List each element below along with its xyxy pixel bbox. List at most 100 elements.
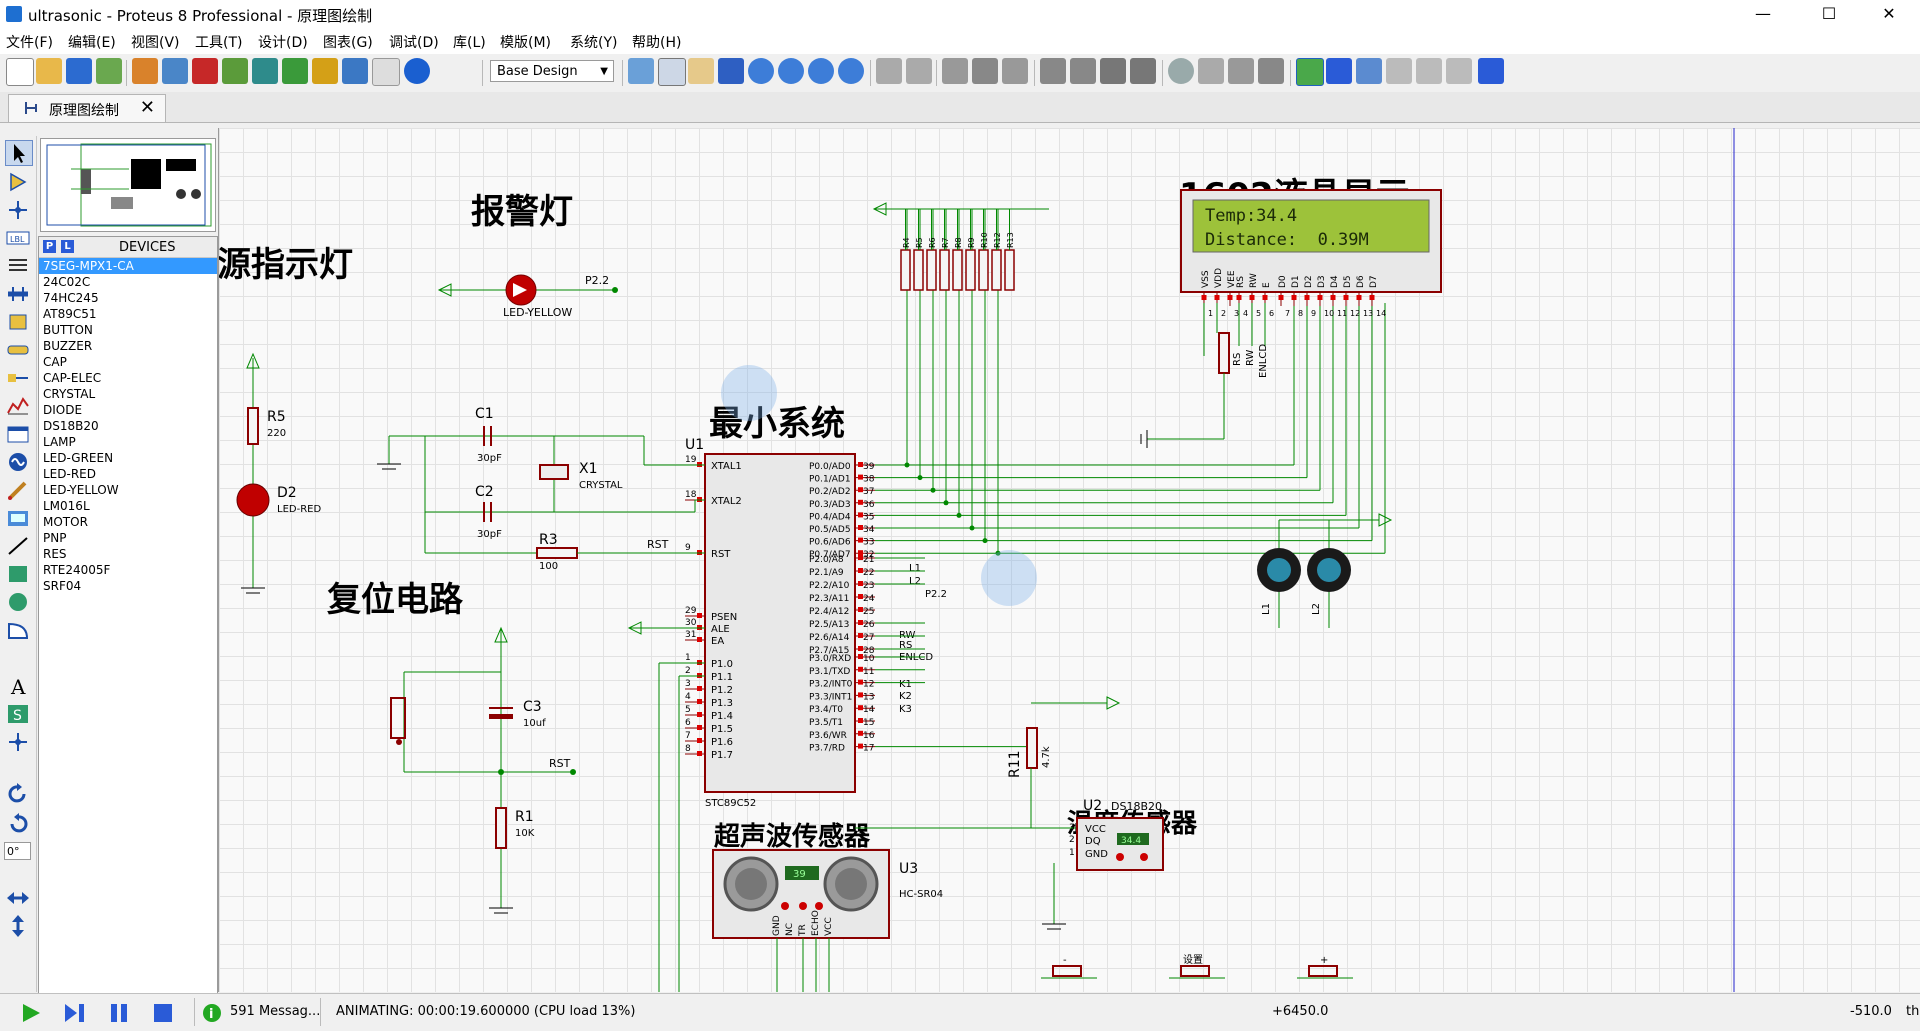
- paste-icon[interactable]: [1002, 58, 1028, 84]
- mirror-horizontal-icon[interactable]: [5, 886, 31, 910]
- pcb-layout-icon[interactable]: [192, 58, 218, 84]
- stop-icon[interactable]: [150, 1002, 176, 1024]
- tab-close-icon[interactable]: ✕: [139, 97, 155, 118]
- property-assign-icon[interactable]: [1356, 58, 1382, 84]
- box-draw-icon[interactable]: [5, 562, 31, 586]
- 3d-viewer-icon[interactable]: [222, 58, 248, 84]
- step-icon[interactable]: [62, 1002, 88, 1024]
- block-rotate-icon[interactable]: [1100, 58, 1126, 84]
- device-list-item[interactable]: LED-GREEN: [43, 451, 114, 465]
- device-list-item[interactable]: AT89C51: [43, 307, 97, 321]
- selection-mode-icon[interactable]: [5, 140, 33, 166]
- menu-template[interactable]: 模版(M): [500, 35, 552, 51]
- overview-window[interactable]: [40, 138, 216, 232]
- menu-edit[interactable]: 编辑(E): [68, 35, 116, 51]
- arc-draw-icon[interactable]: [5, 618, 31, 642]
- key-buttons[interactable]: - 设置 +: [1041, 954, 1353, 979]
- lcd-contrast-pot[interactable]: RS RW ENLCD: [1140, 303, 1269, 448]
- zoom-all-icon[interactable]: [808, 58, 834, 84]
- remove-sheet-icon[interactable]: [1416, 58, 1442, 84]
- design-variant-select[interactable]: Base Design▼: [490, 60, 614, 82]
- block-move-icon[interactable]: [1070, 58, 1096, 84]
- zoom-out-icon[interactable]: [778, 58, 804, 84]
- power-led-d2[interactable]: R5 220 D2 LED-RED: [236, 352, 321, 594]
- menu-library[interactable]: 库(L): [453, 35, 486, 51]
- device-list-item[interactable]: DS18B20: [43, 419, 99, 433]
- rotate-clockwise-icon[interactable]: [5, 782, 31, 806]
- device-list-item[interactable]: MOTOR: [43, 515, 88, 529]
- device-list-item[interactable]: 7SEG-MPX1-CA: [39, 258, 217, 274]
- help-icon[interactable]: [404, 58, 430, 84]
- cut-icon[interactable]: [942, 58, 968, 84]
- new-file-icon[interactable]: [6, 58, 34, 86]
- temp-sensor-u2[interactable]: R11 4.7k U2 DS18B20 VCC DQ GND 3 2 1 34.…: [855, 696, 1164, 930]
- component-mode-icon[interactable]: [5, 170, 31, 194]
- device-list-item[interactable]: CRYSTAL: [43, 387, 96, 401]
- reset-circuit[interactable]: C3 10uf RST R1 10K: [390, 626, 576, 914]
- decompose-icon[interactable]: [1258, 58, 1284, 84]
- info-icon[interactable]: i: [202, 1003, 222, 1023]
- origin-icon[interactable]: [688, 58, 714, 84]
- crystal-circuit[interactable]: C1 30pF C2 30pF X1 CRYSTAL R3 100 RST: [377, 406, 696, 572]
- search-tag-icon[interactable]: [1326, 58, 1352, 84]
- close-button[interactable]: ✕: [1882, 4, 1896, 23]
- graph-mode-icon[interactable]: [5, 394, 31, 418]
- menu-tools[interactable]: 工具(T): [195, 35, 243, 51]
- netlist-icon[interactable]: [1478, 58, 1504, 84]
- tab-schematic-capture[interactable]: 原理图绘制 ✕: [8, 94, 166, 122]
- home-icon[interactable]: [132, 58, 158, 84]
- menu-help[interactable]: 帮助(H): [632, 35, 682, 51]
- pan-icon[interactable]: [718, 58, 744, 84]
- device-list-item[interactable]: RES: [43, 547, 67, 561]
- menu-view[interactable]: 视图(V): [131, 35, 180, 51]
- undo-icon[interactable]: [876, 58, 902, 84]
- wire-label-icon[interactable]: LBL: [5, 226, 31, 250]
- subcircuit-icon[interactable]: [5, 310, 31, 334]
- device-list-item[interactable]: LM016L: [43, 499, 90, 513]
- zoom-area-icon[interactable]: [838, 58, 864, 84]
- ultrasonic-u3[interactable]: 39 U3 HC-SR04 GND NC TR ECHO VCC: [712, 849, 943, 992]
- library-manager-button[interactable]: L: [61, 240, 74, 253]
- generator-mode-icon[interactable]: [5, 450, 31, 474]
- device-list-item[interactable]: SRF04: [43, 579, 82, 593]
- schematic-icon[interactable]: [162, 58, 188, 84]
- packaging-icon[interactable]: [1228, 58, 1254, 84]
- device-list-item[interactable]: DIODE: [43, 403, 83, 417]
- tape-recorder-icon[interactable]: [5, 422, 31, 446]
- open-folder-icon[interactable]: [36, 58, 62, 84]
- zoom-in-icon[interactable]: [748, 58, 774, 84]
- alarm-led[interactable]: P2.2 LED-YELLOW: [437, 274, 618, 319]
- device-list-item[interactable]: BUZZER: [43, 339, 93, 353]
- block-copy-icon[interactable]: [1040, 58, 1066, 84]
- marker-draw-icon[interactable]: [5, 730, 31, 754]
- redo-icon[interactable]: [906, 58, 932, 84]
- design-explorer-icon[interactable]: [312, 58, 338, 84]
- block-delete-icon[interactable]: [1130, 58, 1156, 84]
- rotate-anticlockwise-icon[interactable]: [5, 812, 31, 836]
- mcu-u1[interactable]: U1 STC89C52 19XTAL118XTAL29RST29PSEN30AL…: [577, 437, 947, 992]
- device-list-item[interactable]: BUTTON: [43, 323, 93, 337]
- device-list-item[interactable]: 74HC245: [43, 291, 99, 305]
- circle-draw-icon[interactable]: [5, 590, 31, 614]
- device-list-item[interactable]: CAP-ELEC: [43, 371, 102, 385]
- text-draw-icon[interactable]: A: [5, 674, 31, 698]
- bus-icon[interactable]: [5, 282, 31, 306]
- schematic-canvas[interactable]: 报警灯 源指示灯 1602液晶显示 最小系统 复位电路 超声波传感器 温度传感器…: [218, 128, 1920, 992]
- device-list-item[interactable]: LAMP: [43, 435, 76, 449]
- copy-icon[interactable]: [972, 58, 998, 84]
- maximize-button[interactable]: ☐: [1821, 4, 1837, 23]
- menu-file[interactable]: 文件(F): [6, 35, 53, 51]
- play-icon[interactable]: [18, 1002, 44, 1024]
- bom-icon[interactable]: [282, 58, 308, 84]
- pick-device-icon[interactable]: [1168, 58, 1194, 84]
- rotation-angle-field[interactable]: 0°: [4, 842, 31, 860]
- new-sheet-icon[interactable]: [1386, 58, 1412, 84]
- device-list-item[interactable]: LED-RED: [43, 467, 96, 481]
- pause-icon[interactable]: [106, 1002, 132, 1024]
- make-device-icon[interactable]: [1198, 58, 1224, 84]
- notes-icon[interactable]: [372, 58, 400, 86]
- menu-design[interactable]: 设计(D): [258, 35, 308, 51]
- pick-from-library-button[interactable]: P: [43, 240, 56, 253]
- terminal-mode-icon[interactable]: [5, 338, 31, 362]
- menu-debug[interactable]: 调试(D): [389, 35, 439, 51]
